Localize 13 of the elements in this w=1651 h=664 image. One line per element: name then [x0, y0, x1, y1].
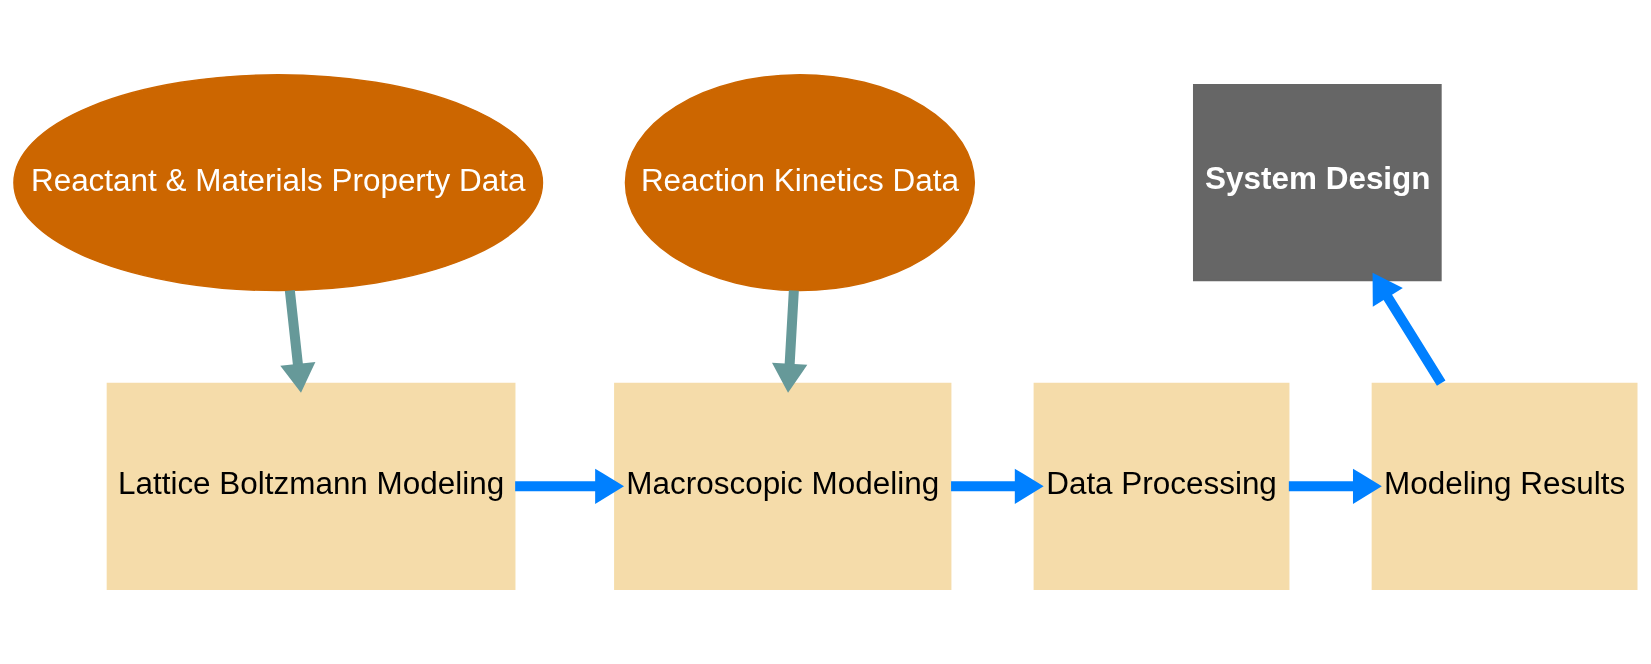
node-box: Modeling Results: [1371, 382, 1638, 590]
arrow: [1372, 272, 1446, 386]
arrow: [515, 468, 625, 505]
arrow: [951, 468, 1044, 505]
arrow: [772, 290, 808, 393]
node-ellipse: Reaction Kinetics Data: [624, 74, 976, 292]
node-box: Macroscopic Modeling: [614, 382, 952, 590]
node-box: Lattice Boltzmann Modeling: [106, 382, 516, 590]
node-box: Data Processing: [1033, 382, 1290, 590]
arrow: [280, 290, 316, 393]
node-box: System Design: [1192, 84, 1442, 282]
arrow: [1288, 468, 1382, 505]
node-ellipse: Reactant & Materials Property Data: [13, 74, 544, 292]
